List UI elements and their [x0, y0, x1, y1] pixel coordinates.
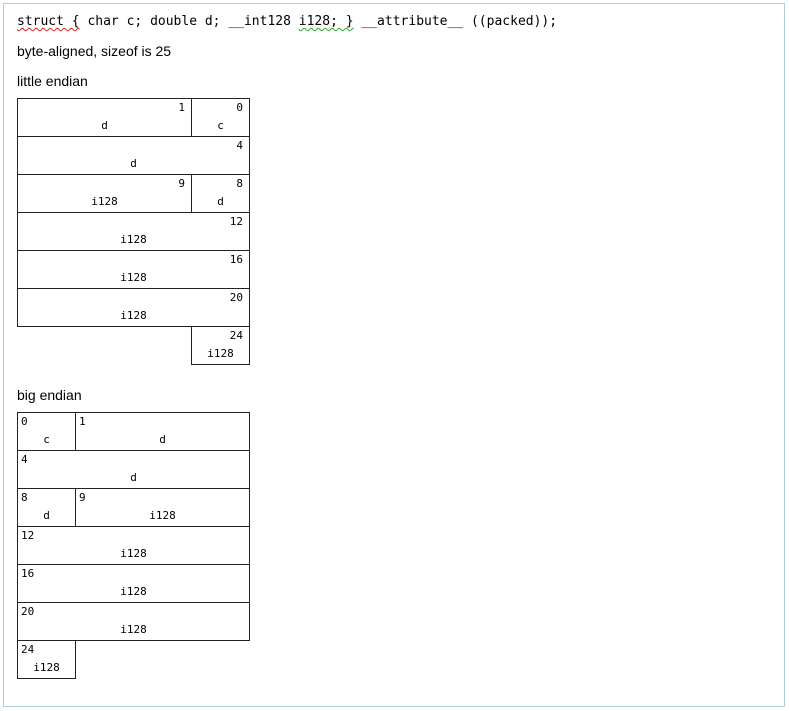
byte-row: 12 i128: [17, 212, 250, 251]
byte-cell: 20 i128: [18, 603, 249, 640]
byte-row: 12 i128: [17, 526, 250, 565]
byte-cell: 16 i128: [18, 251, 249, 288]
field-label: d: [43, 509, 50, 522]
byte-offset: 24: [21, 643, 35, 656]
field-label: i128: [33, 661, 60, 674]
field-label: i128: [120, 547, 147, 560]
field-label: i128: [120, 623, 147, 636]
field-label: d: [159, 433, 166, 446]
field-label: i128: [120, 309, 147, 322]
byte-row: 20 i128: [17, 602, 250, 641]
field-label: d: [101, 119, 108, 132]
byte-cell: 9 i128: [18, 175, 192, 212]
field-label: i128: [120, 585, 147, 598]
page: struct { char c; double d; __int128 i128…: [3, 3, 785, 707]
byte-cell: 12 i128: [18, 213, 249, 250]
byte-row: 16 i128: [17, 564, 250, 603]
byte-offset: 12: [229, 215, 243, 228]
field-label: i128: [120, 233, 147, 246]
struct-declaration: struct { char c; double d; __int128 i128…: [17, 14, 771, 30]
code-segment: i128; }: [298, 14, 354, 29]
field-label: i128: [149, 509, 176, 522]
byte-offset: 16: [229, 253, 243, 266]
byte-row: 20 i128: [17, 288, 250, 327]
field-label: c: [43, 433, 50, 446]
field-label: d: [217, 195, 224, 208]
byte-cell: 9 i128: [76, 489, 249, 526]
byte-offset: 8: [21, 491, 28, 504]
field-label: i128: [207, 347, 234, 360]
field-label: d: [130, 157, 137, 170]
byte-offset: 8: [236, 177, 243, 190]
byte-row: 24 i128: [17, 640, 76, 679]
byte-row: 24 i128: [191, 326, 250, 365]
byte-offset: 4: [21, 453, 28, 466]
byte-offset: 1: [178, 101, 185, 114]
field-label: i128: [120, 271, 147, 284]
byte-cell: 16 i128: [18, 565, 249, 602]
big-endian-title: big endian: [17, 387, 82, 403]
byte-offset: 0: [21, 415, 28, 428]
byte-cell: 12 i128: [18, 527, 249, 564]
byte-offset: 16: [21, 567, 35, 580]
byte-offset: 4: [236, 139, 243, 152]
code-segment: char c; double d; __int128: [79, 14, 299, 29]
sizeof-note: byte-aligned, sizeof is 25: [17, 43, 172, 59]
byte-cell: 24 i128: [18, 641, 75, 678]
field-label: i128: [91, 195, 118, 208]
field-label: d: [130, 471, 137, 484]
field-label: c: [217, 119, 224, 132]
byte-offset: 9: [79, 491, 86, 504]
code-segment: __attribute__ ((packed));: [353, 14, 558, 29]
byte-cell: 20 i128: [18, 289, 249, 326]
byte-cell: 24 i128: [192, 327, 249, 364]
byte-offset: 0: [236, 101, 243, 114]
byte-offset: 24: [229, 329, 243, 342]
byte-offset: 12: [21, 529, 35, 542]
code-segment: struct {: [17, 14, 80, 29]
byte-offset: 9: [178, 177, 185, 190]
byte-offset: 20: [21, 605, 35, 618]
byte-row: 16 i128: [17, 250, 250, 289]
byte-offset: 20: [229, 291, 243, 304]
byte-offset: 1: [79, 415, 86, 428]
little-endian-title: little endian: [17, 73, 88, 89]
